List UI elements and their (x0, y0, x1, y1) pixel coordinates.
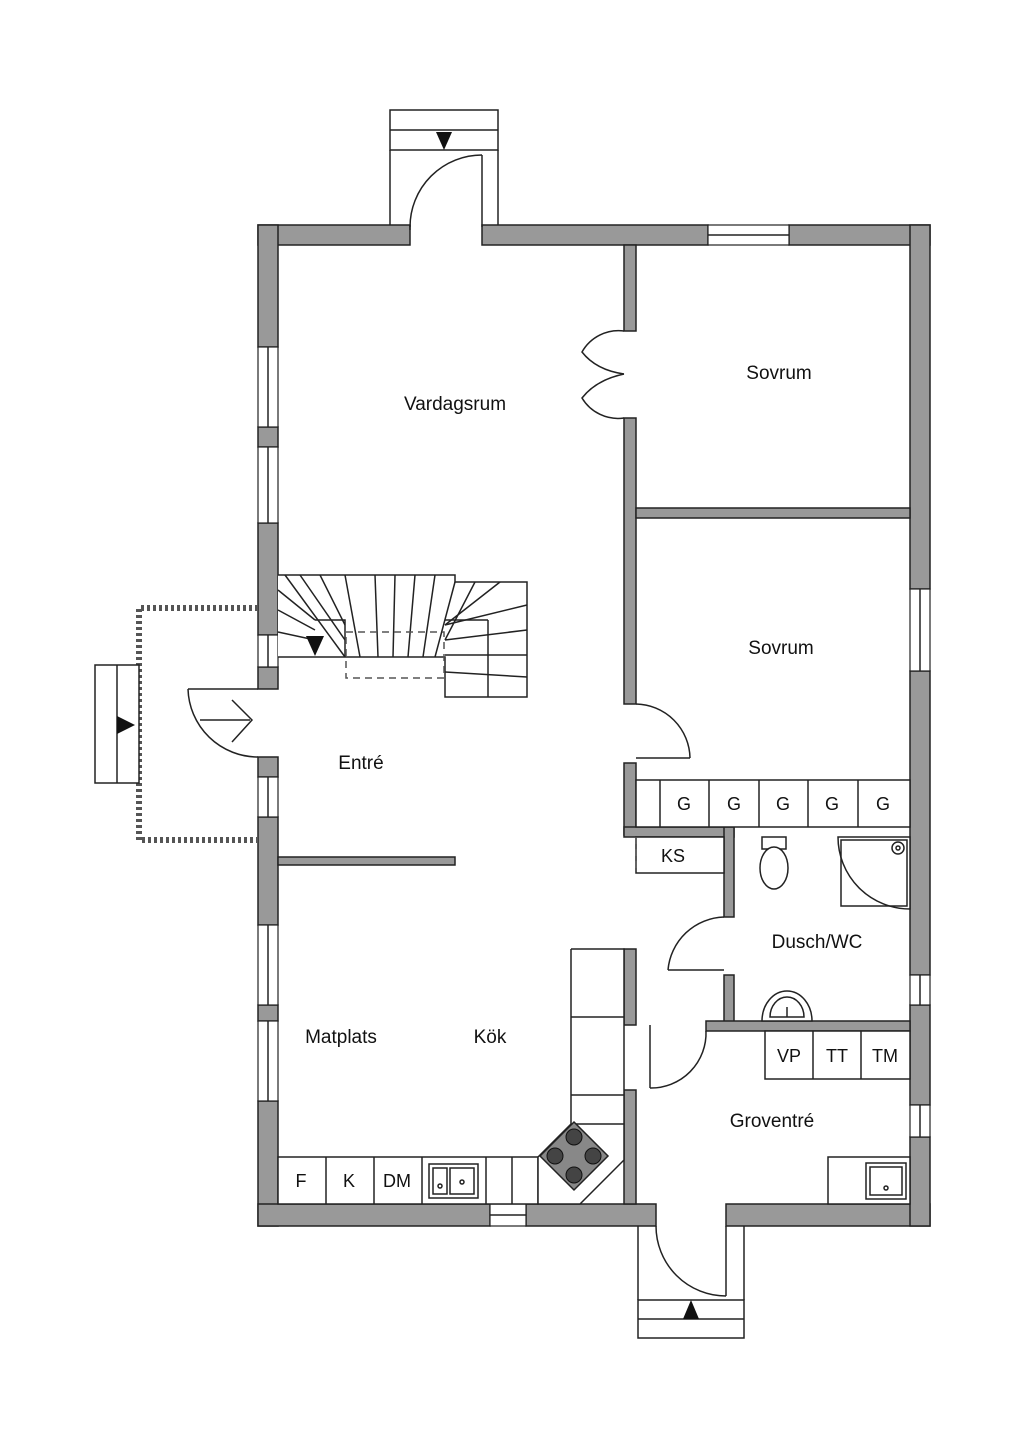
west-arrow-icon (117, 716, 135, 734)
north-entrance (389, 109, 499, 230)
dishwasher-label: DM (383, 1171, 411, 1191)
bathroom-fixtures (759, 836, 911, 1022)
wardrobes (635, 779, 911, 874)
tumbler-label: TM (872, 1046, 898, 1066)
south-entrance (637, 1225, 745, 1339)
room-label-sovrum-1: Sovrum (746, 363, 811, 384)
wardrobe-label: G (825, 794, 839, 814)
washer-label: VP (777, 1046, 801, 1066)
wardrobe-label: G (677, 794, 691, 814)
washbasin-icon (761, 990, 813, 1022)
inner-walls (277, 244, 911, 1205)
fridge-label: F (296, 1171, 307, 1191)
freezer-label: K (343, 1171, 355, 1191)
west-porch (94, 605, 259, 843)
staircase (277, 574, 528, 698)
kitchen (277, 948, 625, 1205)
room-label-vardagsrum: Vardagsrum (404, 394, 506, 415)
wardrobe-label: G (876, 794, 890, 814)
south-arrow-icon (683, 1300, 699, 1319)
room-label-sovrum-2: Sovrum (748, 638, 813, 659)
dryer-label: TT (826, 1046, 848, 1066)
fixture-labels: G G G G G KS F K DM VP TT TM (296, 794, 899, 1191)
north-arrow-icon (436, 132, 452, 150)
utility-sink-icon (865, 1162, 907, 1200)
toilet-icon (759, 846, 789, 890)
room-label-kok: Kök (474, 1027, 507, 1048)
windows (257, 224, 931, 1227)
kitchen-sink-icon (428, 1163, 479, 1199)
stove-icon (538, 1120, 610, 1192)
room-label-groventre: Groventré (730, 1111, 814, 1132)
interior-doors (581, 329, 725, 1089)
room-label-entre: Entré (338, 753, 383, 774)
room-labels: Vardagsrum Sovrum Sovrum Entré Matplats … (305, 363, 862, 1132)
shower-icon (837, 836, 911, 910)
outer-walls (257, 224, 931, 1227)
room-label-matplats: Matplats (305, 1027, 377, 1048)
ks-label: KS (661, 846, 685, 866)
laundry-units (764, 1030, 911, 1205)
wardrobe-label: G (727, 794, 741, 814)
room-label-dusch-wc: Dusch/WC (772, 932, 863, 953)
wardrobe-label: G (776, 794, 790, 814)
stair-arrow-icon (306, 636, 324, 656)
